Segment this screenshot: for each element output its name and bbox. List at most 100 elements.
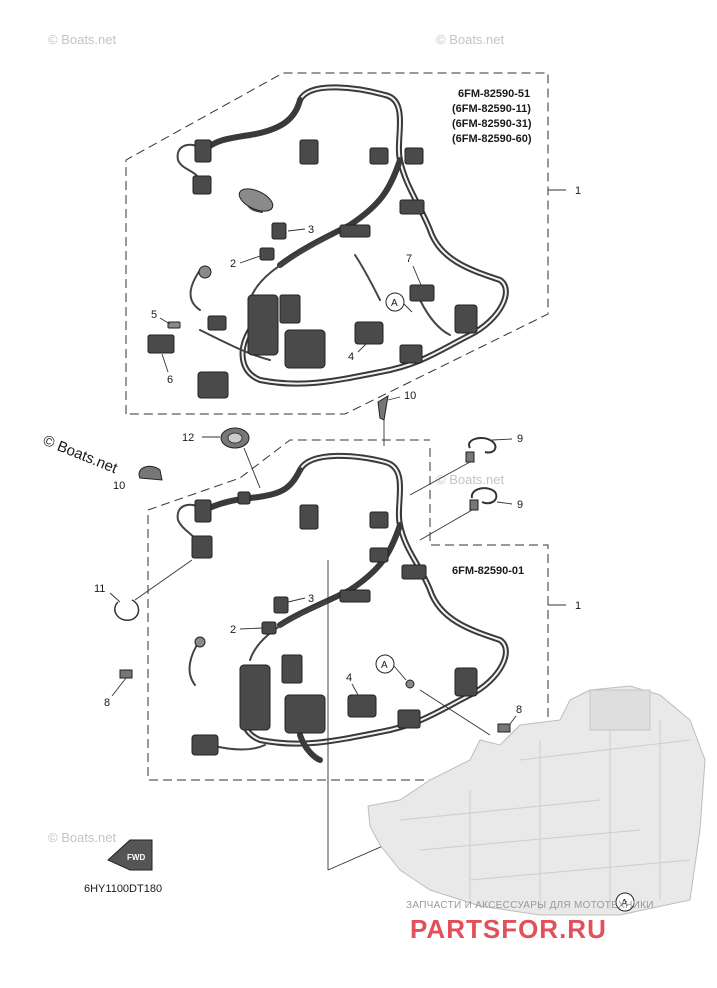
- lower-connector-4: [299, 504, 319, 530]
- upper-part-number-4: (6FM-82590-60): [452, 133, 532, 145]
- upper-grommet: [238, 188, 274, 212]
- band-lower-to-harness-leader: [419, 509, 473, 541]
- upper-connector-8: [279, 294, 301, 324]
- bolt-8-right-leader: [419, 689, 491, 736]
- upper-part-4-relay: [354, 321, 384, 345]
- upper-ref-marker: A: [391, 298, 398, 309]
- lower-ring-terminal: [194, 636, 206, 648]
- callout-8-left-leader: [111, 677, 127, 697]
- upper-connector-2: [192, 175, 212, 195]
- lower-callout-4-leader: [351, 683, 359, 696]
- part-9-band-lower-head: [469, 499, 479, 511]
- lower-callout-2: 2: [230, 624, 236, 636]
- band-12-to-harness-leader: [134, 559, 193, 601]
- lower-connector-10: [454, 667, 478, 697]
- engine-block: [367, 685, 706, 916]
- part-9-band-lower: [470, 487, 498, 505]
- lower-callout-3-leader: [287, 597, 306, 603]
- callout-9-lower: 9: [517, 499, 523, 511]
- watermark-top-left: © Boats.net: [48, 32, 117, 47]
- callout-11: 12: [182, 432, 194, 444]
- lower-part-3-clip: [273, 596, 289, 614]
- upper-connector-7: [339, 224, 371, 238]
- lower-connector-7: [401, 564, 427, 580]
- part-11-grommet-hole: [227, 432, 243, 444]
- part-8-bolt-right: [497, 723, 511, 733]
- engine-ref-marker-circle: [615, 892, 635, 912]
- lower-part-2-clip: [261, 621, 277, 635]
- lower-connector-1: [194, 499, 212, 523]
- upper-callout-3-leader: [287, 228, 306, 232]
- upper-connector-9: [454, 304, 478, 334]
- lower-connector-5: [369, 511, 389, 529]
- upper-callout-1: 1: [575, 185, 581, 197]
- part-12-band: [114, 599, 140, 621]
- fwd-arrow: FWD: [107, 839, 153, 871]
- upper-connector-4: [369, 147, 389, 165]
- upper-callout-6-leader: [161, 353, 169, 373]
- lower-callout-2-leader: [239, 627, 263, 630]
- upper-part-5-cap: [167, 321, 181, 329]
- upper-connector-12: [207, 315, 227, 331]
- lower-connector-12: [191, 734, 219, 756]
- part-10-clip-left: [138, 465, 163, 481]
- band-upper-to-harness-leader: [409, 461, 471, 496]
- callout-12-leader: [109, 592, 121, 603]
- upper-callout-5: 5: [151, 309, 157, 321]
- upper-callout-6: 6: [167, 374, 173, 386]
- upper-part-number-1: 6FM-82590-51: [458, 88, 530, 100]
- advert-title: PARTSFOR.RU: [410, 914, 607, 944]
- upper-callout-7-leader: [412, 265, 422, 286]
- callout-9-lower-leader: [496, 501, 513, 505]
- grommet-to-harness-leader: [243, 447, 261, 489]
- engine-ref-marker: A: [621, 898, 628, 909]
- diagram-code: 6HY1100DT180: [84, 883, 162, 895]
- upper-ring-terminal: [198, 265, 212, 279]
- upper-callout-3: 3: [308, 224, 314, 236]
- lower-callout-1: 1: [575, 600, 581, 612]
- part-8-bolt-left: [119, 669, 133, 679]
- part-10-clip: [377, 395, 389, 421]
- callout-10-right: 10: [404, 390, 416, 402]
- upper-connector-6: [399, 199, 425, 215]
- upper-ref-leader: [403, 303, 413, 313]
- part-9-band-upper-head: [465, 451, 475, 463]
- lower-ref-leader: [393, 665, 407, 681]
- lower-connectors: [191, 491, 478, 756]
- upper-callout-4-leader: [357, 343, 367, 353]
- upper-callout-2: 2: [230, 258, 236, 270]
- watermark-top-right: © Boats.net: [436, 32, 505, 47]
- advert-subtitle: ЗАПЧАСТИ И АКСЕССУАРЫ ДЛЯ МОТОТЕХНИКИ: [406, 900, 654, 911]
- upper-part-7-connector: [409, 284, 435, 302]
- upper-part-6-connector: [147, 334, 175, 354]
- callout-8-left: 8: [104, 697, 110, 709]
- upper-callout-4: 4: [348, 351, 354, 363]
- lower-part-number: 6FM-82590-01: [452, 565, 524, 577]
- fwd-label: FWD: [127, 853, 145, 862]
- upper-part-number-2: (6FM-82590-11): [452, 103, 531, 115]
- upper-connector-1: [194, 139, 212, 163]
- lower-connector-9: [281, 654, 303, 684]
- lower-connector-3: [237, 491, 251, 505]
- lower-relay-block: [284, 694, 326, 734]
- watermark-diagonal: © Boats.net: [41, 432, 121, 478]
- lower-connector-11: [397, 709, 421, 729]
- upper-part-2-clip: [259, 247, 275, 261]
- callout-10-left: 10: [113, 480, 125, 492]
- part-9-band-upper: [468, 437, 497, 454]
- upper-connector-11: [197, 371, 229, 399]
- upper-callout-2-leader: [239, 255, 261, 264]
- lower-connector-8: [339, 589, 371, 603]
- lower-wire-harness: [176, 452, 509, 763]
- lower-part-4-relay: [347, 694, 377, 718]
- watermark-bottom-left: © Boats.net: [48, 830, 117, 845]
- engine-top-cover: [589, 689, 651, 731]
- upper-junction-block: [247, 294, 279, 356]
- callout-8-right-leader: [509, 715, 517, 725]
- lower-connector-6: [369, 547, 389, 563]
- lower-group-boundary: [147, 439, 549, 781]
- lower-callout-3: 3: [308, 593, 314, 605]
- upper-callout-5-leader: [159, 317, 171, 325]
